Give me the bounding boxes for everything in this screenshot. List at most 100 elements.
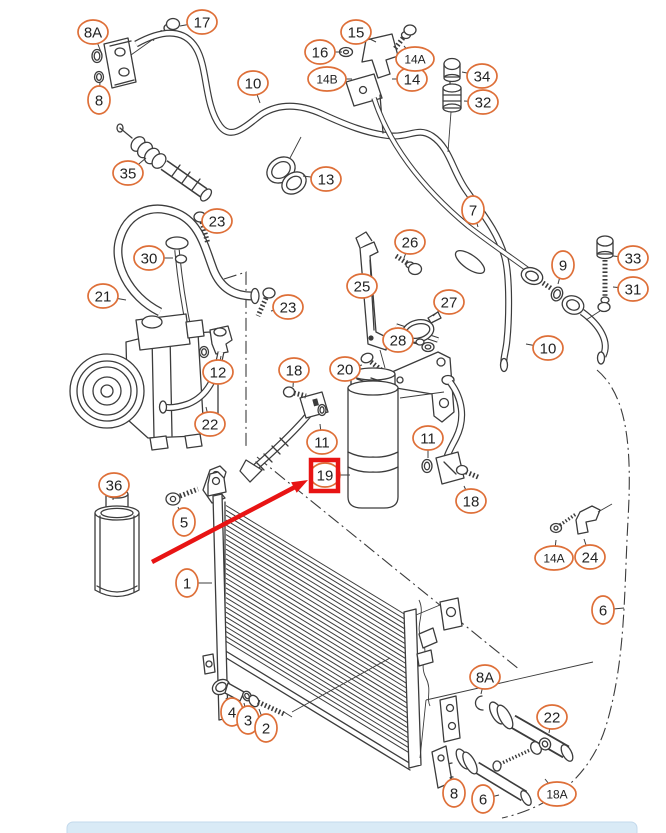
- callout-21[interactable]: 21: [87, 283, 127, 309]
- svg-text:14A: 14A: [404, 52, 425, 66]
- callout-14[interactable]: 14: [392, 66, 428, 92]
- highlight-layer: [150, 457, 341, 564]
- svg-text:3: 3: [244, 712, 252, 729]
- highlight-arrow: [150, 485, 297, 564]
- highlight-box: [308, 457, 341, 494]
- muffler-pipes-group: [416, 627, 594, 806]
- svg-text:2: 2: [262, 720, 270, 737]
- callout-23[interactable]: 23: [201, 208, 233, 234]
- svg-text:32: 32: [475, 94, 492, 111]
- callout-18A[interactable]: 18A: [537, 778, 577, 807]
- callout-36[interactable]: 36: [98, 472, 130, 501]
- callout-22[interactable]: 22: [536, 704, 568, 734]
- svg-text:22: 22: [202, 416, 219, 433]
- svg-text:34: 34: [474, 68, 491, 85]
- callout-16[interactable]: 16: [304, 39, 342, 65]
- svg-text:10: 10: [540, 340, 557, 357]
- svg-text:25: 25: [354, 278, 371, 295]
- callout-26[interactable]: 26: [394, 229, 426, 259]
- callout-35[interactable]: 35: [112, 157, 147, 186]
- svg-text:6: 6: [479, 791, 487, 808]
- callout-22[interactable]: 22: [194, 406, 226, 437]
- svg-text:28: 28: [390, 332, 407, 349]
- svg-text:31: 31: [625, 281, 642, 298]
- callout-20[interactable]: 20: [329, 356, 363, 382]
- svg-text:14: 14: [404, 71, 421, 88]
- grommet-13: [266, 136, 307, 195]
- callout-10[interactable]: 10: [237, 70, 269, 104]
- callout-14B[interactable]: 14B: [307, 66, 352, 92]
- callout-27[interactable]: 27: [432, 289, 465, 317]
- callout-10[interactable]: 10: [525, 335, 564, 361]
- callout-28[interactable]: 28: [382, 327, 419, 353]
- callout-6[interactable]: 6: [591, 595, 625, 625]
- callout-30[interactable]: 30: [133, 245, 173, 271]
- callout-8A[interactable]: 8A: [469, 664, 501, 695]
- callout-6[interactable]: 6: [471, 784, 500, 814]
- valve-34-32: [442, 57, 462, 153]
- callout-18[interactable]: 18: [455, 485, 487, 514]
- svg-text:21: 21: [95, 288, 112, 305]
- callout-11[interactable]: 11: [306, 423, 338, 455]
- bolt-26: [394, 253, 423, 276]
- callout-12[interactable]: 12: [202, 355, 234, 385]
- hose-21-end: [250, 287, 260, 305]
- callout-14A[interactable]: 14A: [395, 45, 435, 72]
- drier-inlet-hose: [239, 386, 329, 483]
- callout-32[interactable]: 32: [463, 89, 499, 115]
- o-ring-9: [550, 286, 564, 302]
- callout-7[interactable]: 7: [461, 195, 485, 228]
- drier-outlet-hose: [399, 374, 479, 485]
- svg-text:17: 17: [194, 14, 211, 31]
- svg-text:11: 11: [314, 434, 330, 451]
- svg-text:23: 23: [209, 213, 226, 230]
- callout-13[interactable]: 13: [302, 166, 342, 192]
- bolt-18a-bottom: [492, 737, 552, 772]
- pipe-7: [371, 97, 529, 274]
- callout-2[interactable]: 2: [254, 708, 278, 743]
- callout-11[interactable]: 11: [412, 425, 444, 458]
- fitting-12: [198, 325, 233, 359]
- svg-text:23: 23: [280, 299, 297, 316]
- callout-24[interactable]: 24: [574, 538, 606, 570]
- bottom-panel-edge: [66, 821, 638, 833]
- callout-34[interactable]: 34: [461, 63, 498, 89]
- svg-text:4: 4: [228, 704, 236, 721]
- valve-33-31: [585, 235, 614, 321]
- callout-8[interactable]: 8: [442, 776, 466, 808]
- condenser-core: [225, 505, 411, 754]
- clip-24: [575, 505, 601, 535]
- svg-text:19: 19: [317, 467, 334, 484]
- o-ring-11-right: [421, 458, 433, 474]
- highlight-arrowhead: [291, 480, 308, 493]
- callout-5[interactable]: 5: [172, 506, 196, 537]
- callout-8[interactable]: 8: [87, 81, 111, 115]
- callout-17[interactable]: 17: [179, 9, 218, 35]
- screw-14a-bottom: [549, 512, 577, 534]
- bolt-18-right: [455, 464, 479, 480]
- callout-31[interactable]: 31: [612, 276, 649, 302]
- svg-text:8: 8: [95, 92, 103, 109]
- callout-23[interactable]: 23: [270, 294, 304, 320]
- callout-18[interactable]: 18: [278, 357, 310, 388]
- svg-text:5: 5: [180, 514, 188, 531]
- callout-33[interactable]: 33: [612, 245, 649, 271]
- callout-9[interactable]: 9: [551, 250, 575, 285]
- svg-text:35: 35: [120, 165, 137, 182]
- right-fitting-cluster: [520, 235, 614, 365]
- condenser-right-header: [403, 608, 422, 769]
- callout-8A[interactable]: 8A: [77, 19, 109, 53]
- callout-15[interactable]: 15: [340, 19, 377, 45]
- svg-text:20: 20: [337, 361, 354, 378]
- callout-25[interactable]: 25: [346, 273, 378, 299]
- callout-1[interactable]: 1: [175, 568, 212, 598]
- svg-text:18A: 18A: [546, 787, 567, 801]
- o-ring-30: [174, 254, 188, 264]
- receiver-drier: [347, 351, 455, 509]
- svg-text:6: 6: [599, 602, 607, 619]
- callout-19[interactable]: 19: [309, 462, 350, 488]
- clip-8a-bottom: [474, 695, 484, 711]
- callout-14A[interactable]: 14A: [534, 539, 574, 571]
- compressor-pulley: [69, 353, 145, 429]
